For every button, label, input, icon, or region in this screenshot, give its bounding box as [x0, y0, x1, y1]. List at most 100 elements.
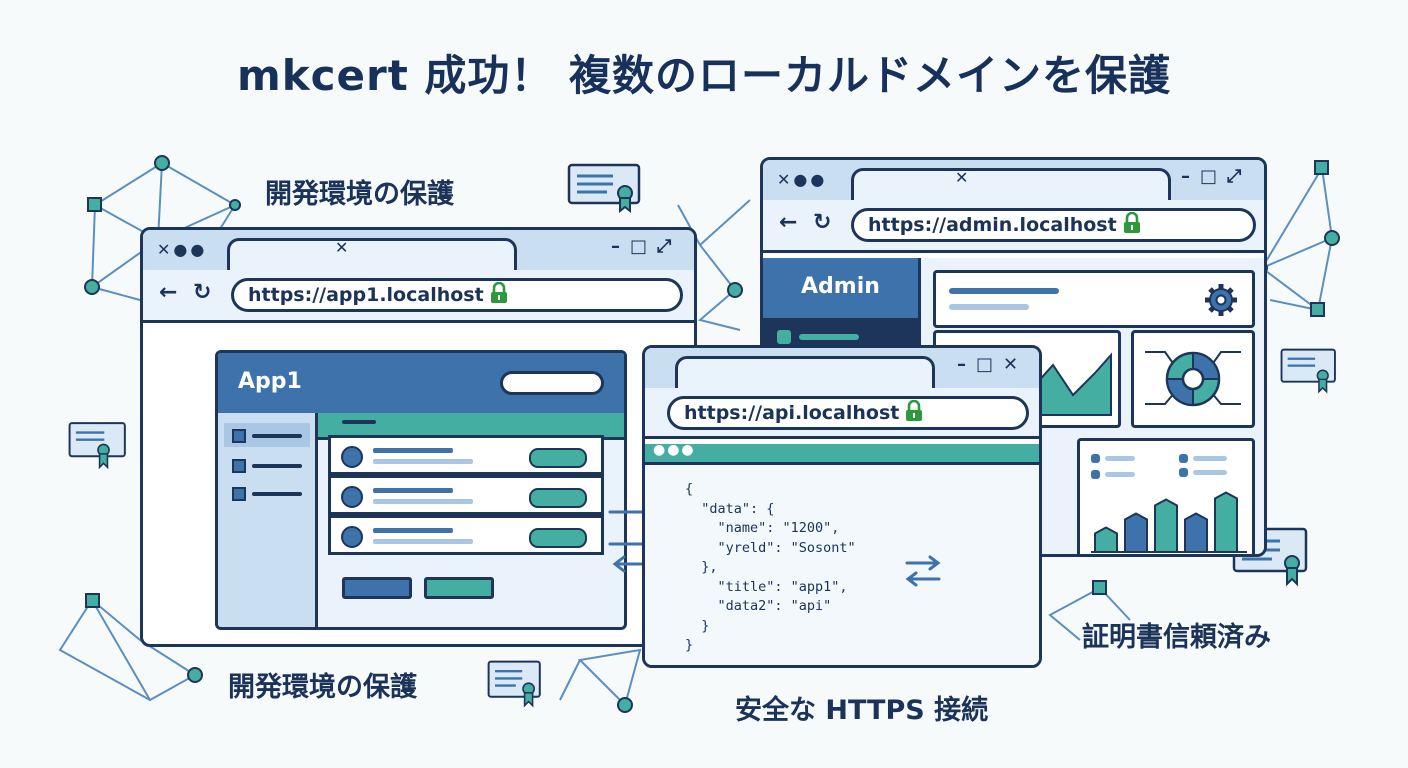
app1-primary-button[interactable] [342, 577, 412, 599]
list-item[interactable] [328, 435, 604, 475]
admin-sidebar-title: Admin [801, 274, 880, 299]
back-arrow-icon[interactable]: ← [159, 280, 178, 305]
app1-browser-window: ✕●● ✕ –□⤢ ← ↻ https://app1.localhost App… [140, 227, 697, 647]
admin-sidebar-bullet [777, 330, 791, 344]
lock-icon [906, 399, 923, 421]
admin-header-panel [933, 270, 1255, 328]
window-controls[interactable]: –□✕ [957, 354, 1029, 375]
api-url-field[interactable]: https://api.localhost [667, 396, 1029, 430]
app1-search-pill[interactable] [500, 371, 604, 395]
legend-line [1105, 456, 1135, 461]
page-title: mkcert 成功！ 複数のローカルドメインを保護 [236, 51, 1172, 100]
close-icon[interactable]: ✕ [955, 168, 969, 187]
bar-chart-bar [1184, 512, 1208, 553]
json-line: "yreld": "Sosont" [685, 539, 856, 556]
list-item-avatar [341, 526, 363, 548]
json-line: } [685, 617, 710, 634]
admin-donut-chart [1145, 351, 1241, 407]
admin-bar-chart [1091, 491, 1247, 553]
legend-swatch [1091, 454, 1100, 463]
list-item-line [373, 539, 473, 544]
app1-sidebar-item[interactable] [252, 464, 302, 468]
caption-cert-trusted: 証明書信頼済み [1082, 622, 1271, 653]
legend-line [1193, 470, 1227, 475]
list-item-action[interactable] [529, 448, 587, 468]
app1-sidebar-bullet [232, 487, 246, 501]
lock-icon [490, 281, 507, 303]
app1-app-title: App1 [238, 369, 302, 394]
json-line: "title": "app1", [685, 578, 848, 595]
list-item-avatar [341, 486, 363, 508]
bar-chart-bar [1154, 498, 1178, 553]
admin-sidebar-item[interactable] [799, 334, 859, 340]
list-item[interactable] [328, 475, 604, 515]
reload-icon[interactable]: ↻ [193, 280, 212, 305]
legend-swatch [1179, 454, 1188, 463]
certificate-icon [68, 422, 126, 470]
admin-header-line [949, 288, 1059, 294]
legend-line [1105, 472, 1135, 477]
json-line: }, [685, 559, 718, 575]
app1-sidebar-bullet [232, 459, 246, 473]
window-dots-icon: ✕●● [777, 170, 828, 189]
legend-swatch [1091, 470, 1100, 479]
list-item-line [373, 528, 453, 533]
app1-browser-tab[interactable] [227, 238, 517, 274]
list-item-line [373, 488, 453, 493]
list-item-line [373, 459, 473, 464]
api-browser-window: –□✕ https://api.localhost ●●● { "data": … [642, 345, 1042, 668]
json-line: } [685, 637, 694, 653]
caption-dev-env-bottom: 開発環境の保護 [228, 672, 417, 703]
list-item-line [373, 448, 453, 453]
list-item[interactable] [328, 515, 604, 555]
window-dots-icon: ✕●● [157, 240, 208, 259]
list-item-avatar [341, 446, 363, 468]
lock-icon [1123, 211, 1140, 233]
api-json-code: { "data": { "name": "1200", "yreld": "So… [685, 480, 856, 656]
certificate-icon [567, 163, 641, 213]
app1-sidebar-item[interactable] [252, 492, 302, 496]
close-icon[interactable]: ✕ [335, 238, 349, 257]
admin-titlebar: ✕●● ✕ –□⤢ [763, 160, 1264, 204]
api-titlebar: –□✕ [645, 348, 1039, 392]
admin-url-field[interactable]: https://admin.localhost [851, 208, 1256, 242]
caption-secure-https: 安全な HTTPS 接続 [735, 695, 989, 726]
app1-app-frame: App1 [215, 350, 627, 630]
app1-secondary-button[interactable] [424, 577, 494, 599]
window-controls[interactable]: –□⤢ [1181, 166, 1252, 187]
json-line: "data2": "api" [685, 598, 832, 614]
api-address-row: https://api.localhost [645, 388, 1039, 439]
sync-arrows-icon [905, 555, 941, 587]
legend-line [1193, 456, 1227, 461]
caption-dev-env-top: 開発環境の保護 [265, 179, 454, 210]
app1-address-row: ← ↻ https://app1.localhost [143, 270, 694, 323]
legend-swatch [1179, 468, 1188, 477]
console-dots-icon: ●●● [653, 442, 696, 458]
json-line: { [685, 481, 694, 497]
list-item-action[interactable] [529, 528, 587, 548]
json-line: "name": "1200", [685, 520, 840, 536]
list-item-line [373, 499, 473, 504]
back-arrow-icon[interactable]: ← [779, 210, 798, 235]
app1-url-field[interactable]: https://app1.localhost [231, 278, 683, 312]
admin-area-chart [1034, 352, 1112, 416]
app1-sidebar-bullet [232, 429, 246, 443]
certificate-icon [1280, 348, 1336, 394]
app1-toolbar-line [342, 420, 376, 424]
app1-sidebar-item[interactable] [252, 434, 302, 438]
admin-url-text: https://admin.localhost [868, 214, 1117, 236]
api-json-view [645, 465, 1039, 665]
certificate-icon [487, 660, 541, 708]
admin-sidebar-header [763, 258, 918, 318]
app1-titlebar: ✕●● ✕ –□⤢ [143, 230, 694, 274]
api-browser-tab[interactable] [675, 356, 935, 392]
window-controls[interactable]: –□⤢ [611, 236, 682, 257]
api-console-bar [645, 444, 1039, 465]
admin-header-line [949, 304, 1029, 310]
api-url-text: https://api.localhost [684, 402, 900, 424]
reload-icon[interactable]: ↻ [813, 210, 832, 235]
app1-sidebar [218, 413, 318, 627]
admin-browser-tab[interactable] [851, 168, 1171, 204]
list-item-action[interactable] [529, 488, 587, 508]
gear-icon[interactable] [1203, 282, 1239, 318]
